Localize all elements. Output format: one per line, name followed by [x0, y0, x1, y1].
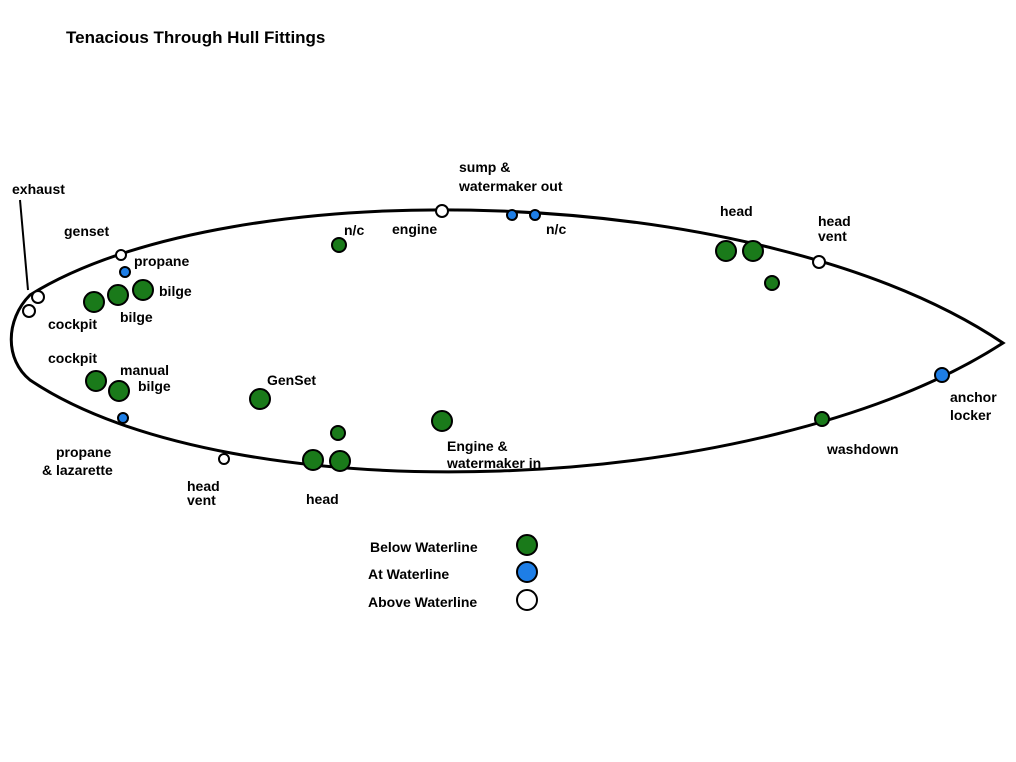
genset-bottom-fitting	[249, 388, 271, 410]
head-bottom-fitting-b	[329, 450, 351, 472]
label-bilge-top-right: bilge	[159, 283, 192, 299]
propane-top-fitting	[119, 266, 131, 278]
bilge-top-fitting-a	[107, 284, 129, 306]
nc-right-fitting	[529, 209, 541, 221]
cockpit-bottom-fitting	[85, 370, 107, 392]
head-vent-bottom-fitting	[218, 453, 230, 465]
label-head-vent-top-2: vent	[818, 228, 847, 244]
label-engine-top: engine	[392, 221, 437, 237]
legend-at-swatch	[516, 561, 538, 583]
label-propane-bottom: propane	[56, 444, 111, 460]
bilge-top-fitting-b	[132, 279, 154, 301]
hull-outline	[9, 208, 1006, 474]
label-manual: manual	[120, 362, 169, 378]
sump-watermaker-out-fitting	[506, 209, 518, 221]
label-head-vent-bottom-2: vent	[187, 492, 216, 508]
diagram-title: Tenacious Through Hull Fittings	[66, 28, 325, 47]
label-exhaust: exhaust	[12, 181, 65, 197]
exhaust-fitting-lower	[22, 304, 36, 318]
washdown-fitting	[814, 411, 830, 427]
label-washdown: washdown	[826, 441, 899, 457]
label-anchor-1: anchor	[950, 389, 997, 405]
engine-intake-fitting	[431, 410, 453, 432]
head-top-fitting-b	[742, 240, 764, 262]
label-head-vent-top-1: head	[818, 213, 851, 229]
exhaust-pointer-line	[19, 199, 29, 291]
label-head-top: head	[720, 203, 753, 219]
label-head-bottom: head	[306, 491, 339, 507]
label-nc-left: n/c	[344, 222, 364, 238]
legend-below-label: Below Waterline	[370, 539, 478, 555]
legend-below-swatch	[516, 534, 538, 556]
label-lazarette: & lazarette	[42, 462, 113, 478]
label-genset-top: genset	[64, 223, 109, 239]
manual-bilge-fitting	[108, 380, 130, 402]
head-bottom-fitting-a	[302, 449, 324, 471]
legend-above-swatch	[516, 589, 538, 611]
legend-above-label: Above Waterline	[368, 594, 477, 610]
legend: Below Waterline At Waterline Above Water…	[368, 534, 538, 611]
head-vent-top-fitting	[812, 255, 826, 269]
exhaust-fitting-upper	[31, 290, 45, 304]
label-engine-in-2: watermaker in	[446, 455, 541, 471]
label-bilge-bottom: bilge	[138, 378, 171, 394]
nc-left-fitting	[331, 237, 347, 253]
genset-fitting	[115, 249, 127, 261]
label-genset-bottom: GenSet	[267, 372, 316, 388]
head-bottom-fitting-small	[330, 425, 346, 441]
label-bilge-top: bilge	[120, 309, 153, 325]
label-anchor-2: locker	[950, 407, 992, 423]
label-sump-1: sump &	[459, 159, 510, 175]
propane-lazarette-fitting	[117, 412, 129, 424]
cockpit-top-fitting	[83, 291, 105, 313]
legend-at-label: At Waterline	[368, 566, 449, 582]
anchor-locker-fitting	[934, 367, 950, 383]
label-head-vent-bottom-1: head	[187, 478, 220, 494]
label-cockpit-bottom: cockpit	[48, 350, 97, 366]
label-cockpit-top: cockpit	[48, 316, 97, 332]
head-top-fitting-a	[715, 240, 737, 262]
label-nc-right: n/c	[546, 221, 566, 237]
label-sump-2: watermaker out	[458, 178, 563, 194]
label-engine-in-1: Engine &	[447, 438, 508, 454]
engine-top-fitting	[435, 204, 449, 218]
head-top-fitting-small	[764, 275, 780, 291]
label-propane-top: propane	[134, 253, 189, 269]
